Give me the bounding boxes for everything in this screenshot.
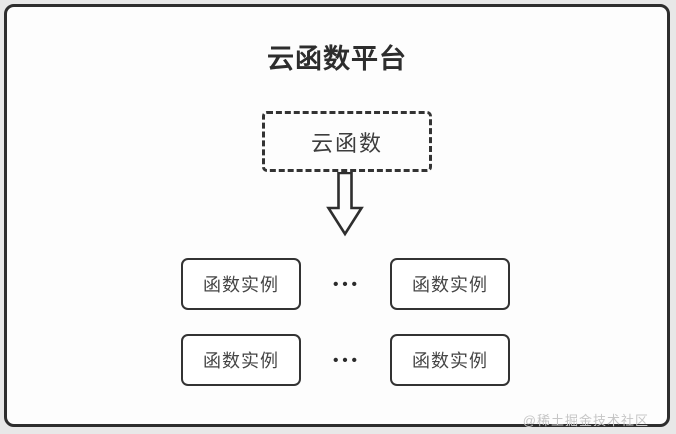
watermark-text: @稀土掘金技术社区 <box>522 413 649 428</box>
function-instance-label: 函数实例 <box>203 351 279 371</box>
function-instance-node: 函数实例 <box>181 334 301 386</box>
cloud-function-node: 云函数 <box>262 111 432 172</box>
function-instance-node: 函数实例 <box>390 258 510 310</box>
cloud-function-label: 云函数 <box>310 130 383 156</box>
ellipsis-row1: ••• <box>333 275 361 293</box>
platform-frame: 云函数平台 云函数 函数实例 ••• 函数实例 函数实例 ••• 函数实例 @稀… <box>4 4 670 428</box>
function-instance-label: 函数实例 <box>203 275 279 295</box>
function-instance-label: 函数实例 <box>412 275 488 295</box>
function-instance-node: 函数实例 <box>181 258 301 310</box>
function-instance-node: 函数实例 <box>390 334 510 386</box>
function-instance-label: 函数实例 <box>412 351 488 371</box>
down-arrow-icon <box>326 172 364 237</box>
diagram-title: 云函数平台 <box>267 44 407 74</box>
ellipsis-row2: ••• <box>333 351 361 369</box>
